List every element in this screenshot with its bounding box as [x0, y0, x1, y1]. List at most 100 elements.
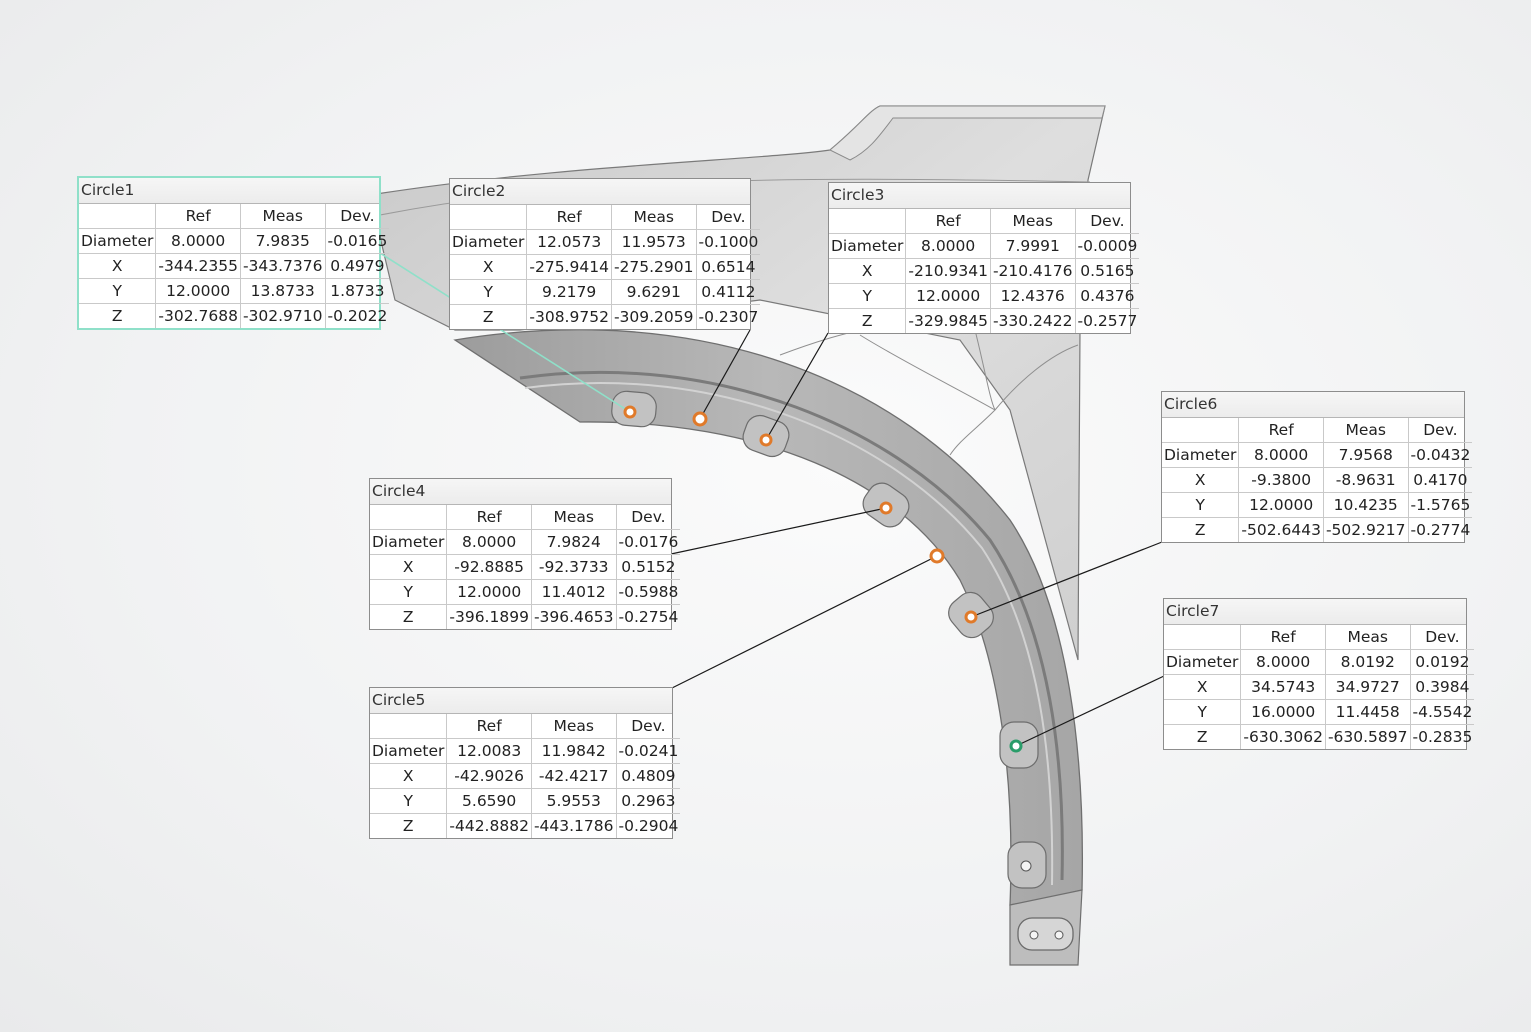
dev-value: 0.6514	[696, 254, 761, 280]
leader-line-circle3	[765, 332, 829, 441]
leader-line-circle1	[379, 252, 631, 413]
meas-value: -443.1786	[531, 813, 617, 838]
circle7-marker[interactable]	[1009, 739, 1023, 753]
meas-value: 11.9842	[531, 738, 617, 764]
header-meas: Meas	[531, 505, 617, 530]
dev-value: -0.5988	[616, 579, 681, 605]
dev-value: -0.2835	[1412, 728, 1473, 746]
header-dev: Dev.	[1075, 209, 1140, 234]
dev-value: -0.2577	[1077, 312, 1138, 330]
ref-value: -308.9752	[526, 304, 612, 329]
meas-value: 11.4458	[1325, 699, 1411, 725]
row-label: Y	[1164, 699, 1242, 725]
header-meas: Meas	[531, 714, 617, 739]
circle6-marker[interactable]	[964, 610, 978, 624]
row-label: Diameter	[1162, 442, 1240, 468]
circle5-marker[interactable]	[929, 548, 945, 564]
table-row: Z-302.7688-302.9710-0.2022	[79, 303, 389, 328]
dev-value: 1.8733	[325, 278, 390, 304]
ref-value: -92.8885	[446, 554, 532, 580]
ref-value: 5.6590	[446, 788, 532, 814]
header-dev: Dev.	[1408, 418, 1473, 443]
callout-title: Circle6	[1162, 392, 1464, 418]
meas-value: 12.4376	[990, 283, 1076, 309]
circle-markers	[623, 405, 1023, 753]
header-ref: Ref	[1238, 418, 1324, 443]
header-ref: Ref	[905, 209, 991, 234]
circle2-marker[interactable]	[692, 411, 708, 427]
header-dev: Dev.	[1410, 625, 1475, 650]
meas-value: -8.9631	[1323, 467, 1409, 493]
row-label: Z	[79, 303, 157, 328]
leader-line-circle6	[970, 541, 1163, 618]
row-label: Y	[1162, 492, 1240, 518]
table-row: Z-329.9845-330.2422-0.2577	[829, 308, 1139, 333]
header-meas: Meas	[611, 205, 697, 230]
header-meas: Meas	[240, 204, 326, 229]
header-ref: Ref	[446, 714, 532, 739]
ref-value: -42.9026	[446, 763, 532, 789]
bottom-hole	[1029, 930, 1039, 940]
dev-value: -0.2754	[618, 608, 679, 626]
dev-value: -0.0176	[616, 529, 681, 555]
dev-value: -0.1000	[696, 229, 761, 255]
row-label: Diameter	[79, 228, 157, 254]
ref-value: 12.0000	[446, 579, 532, 605]
meas-value: -502.9217	[1323, 517, 1409, 542]
row-label: Y	[450, 279, 528, 305]
meas-value: -302.9710	[240, 303, 326, 328]
circle3-marker[interactable]	[759, 433, 773, 447]
callout-title: Circle4	[370, 479, 671, 505]
ref-value: -329.9845	[905, 308, 991, 333]
bottom-slot	[1017, 917, 1074, 951]
circle1-marker[interactable]	[623, 405, 637, 419]
callout-title: Circle1	[79, 178, 379, 204]
dev-value: -0.0432	[1408, 442, 1473, 468]
ref-value: -630.3062	[1240, 724, 1326, 749]
meas-value: 13.8733	[240, 278, 326, 304]
row-label: X	[370, 554, 448, 580]
corner-cell	[450, 205, 528, 230]
meas-value: 5.9553	[531, 788, 617, 814]
dev-value: 0.5165	[1075, 258, 1140, 284]
header-ref: Ref	[526, 205, 612, 230]
meas-value: -92.3733	[531, 554, 617, 580]
ref-value: 8.0000	[1238, 442, 1324, 468]
dev-value: 0.4112	[696, 279, 761, 305]
table-row: Z-396.1899-396.4653-0.2754	[370, 604, 680, 629]
row-label: Z	[370, 813, 448, 838]
dev-value: 0.4809	[616, 763, 681, 789]
ref-value: 8.0000	[905, 233, 991, 259]
corner-cell	[829, 209, 907, 234]
table-row: Z-308.9752-309.2059-0.2307	[450, 304, 760, 329]
circle4-marker[interactable]	[879, 501, 893, 515]
corner-cell	[370, 714, 448, 739]
dev-value: 0.2963	[616, 788, 681, 814]
ref-value: 12.0083	[446, 738, 532, 764]
row-label: X	[829, 258, 907, 284]
dev-value: -4.5542	[1410, 699, 1475, 725]
header-ref: Ref	[446, 505, 532, 530]
row-label: Y	[370, 788, 448, 814]
header-dev: Dev.	[616, 505, 681, 530]
meas-value: -42.4217	[531, 763, 617, 789]
dev-value: 0.4170	[1408, 467, 1473, 493]
dev-value: -0.0241	[616, 738, 681, 764]
